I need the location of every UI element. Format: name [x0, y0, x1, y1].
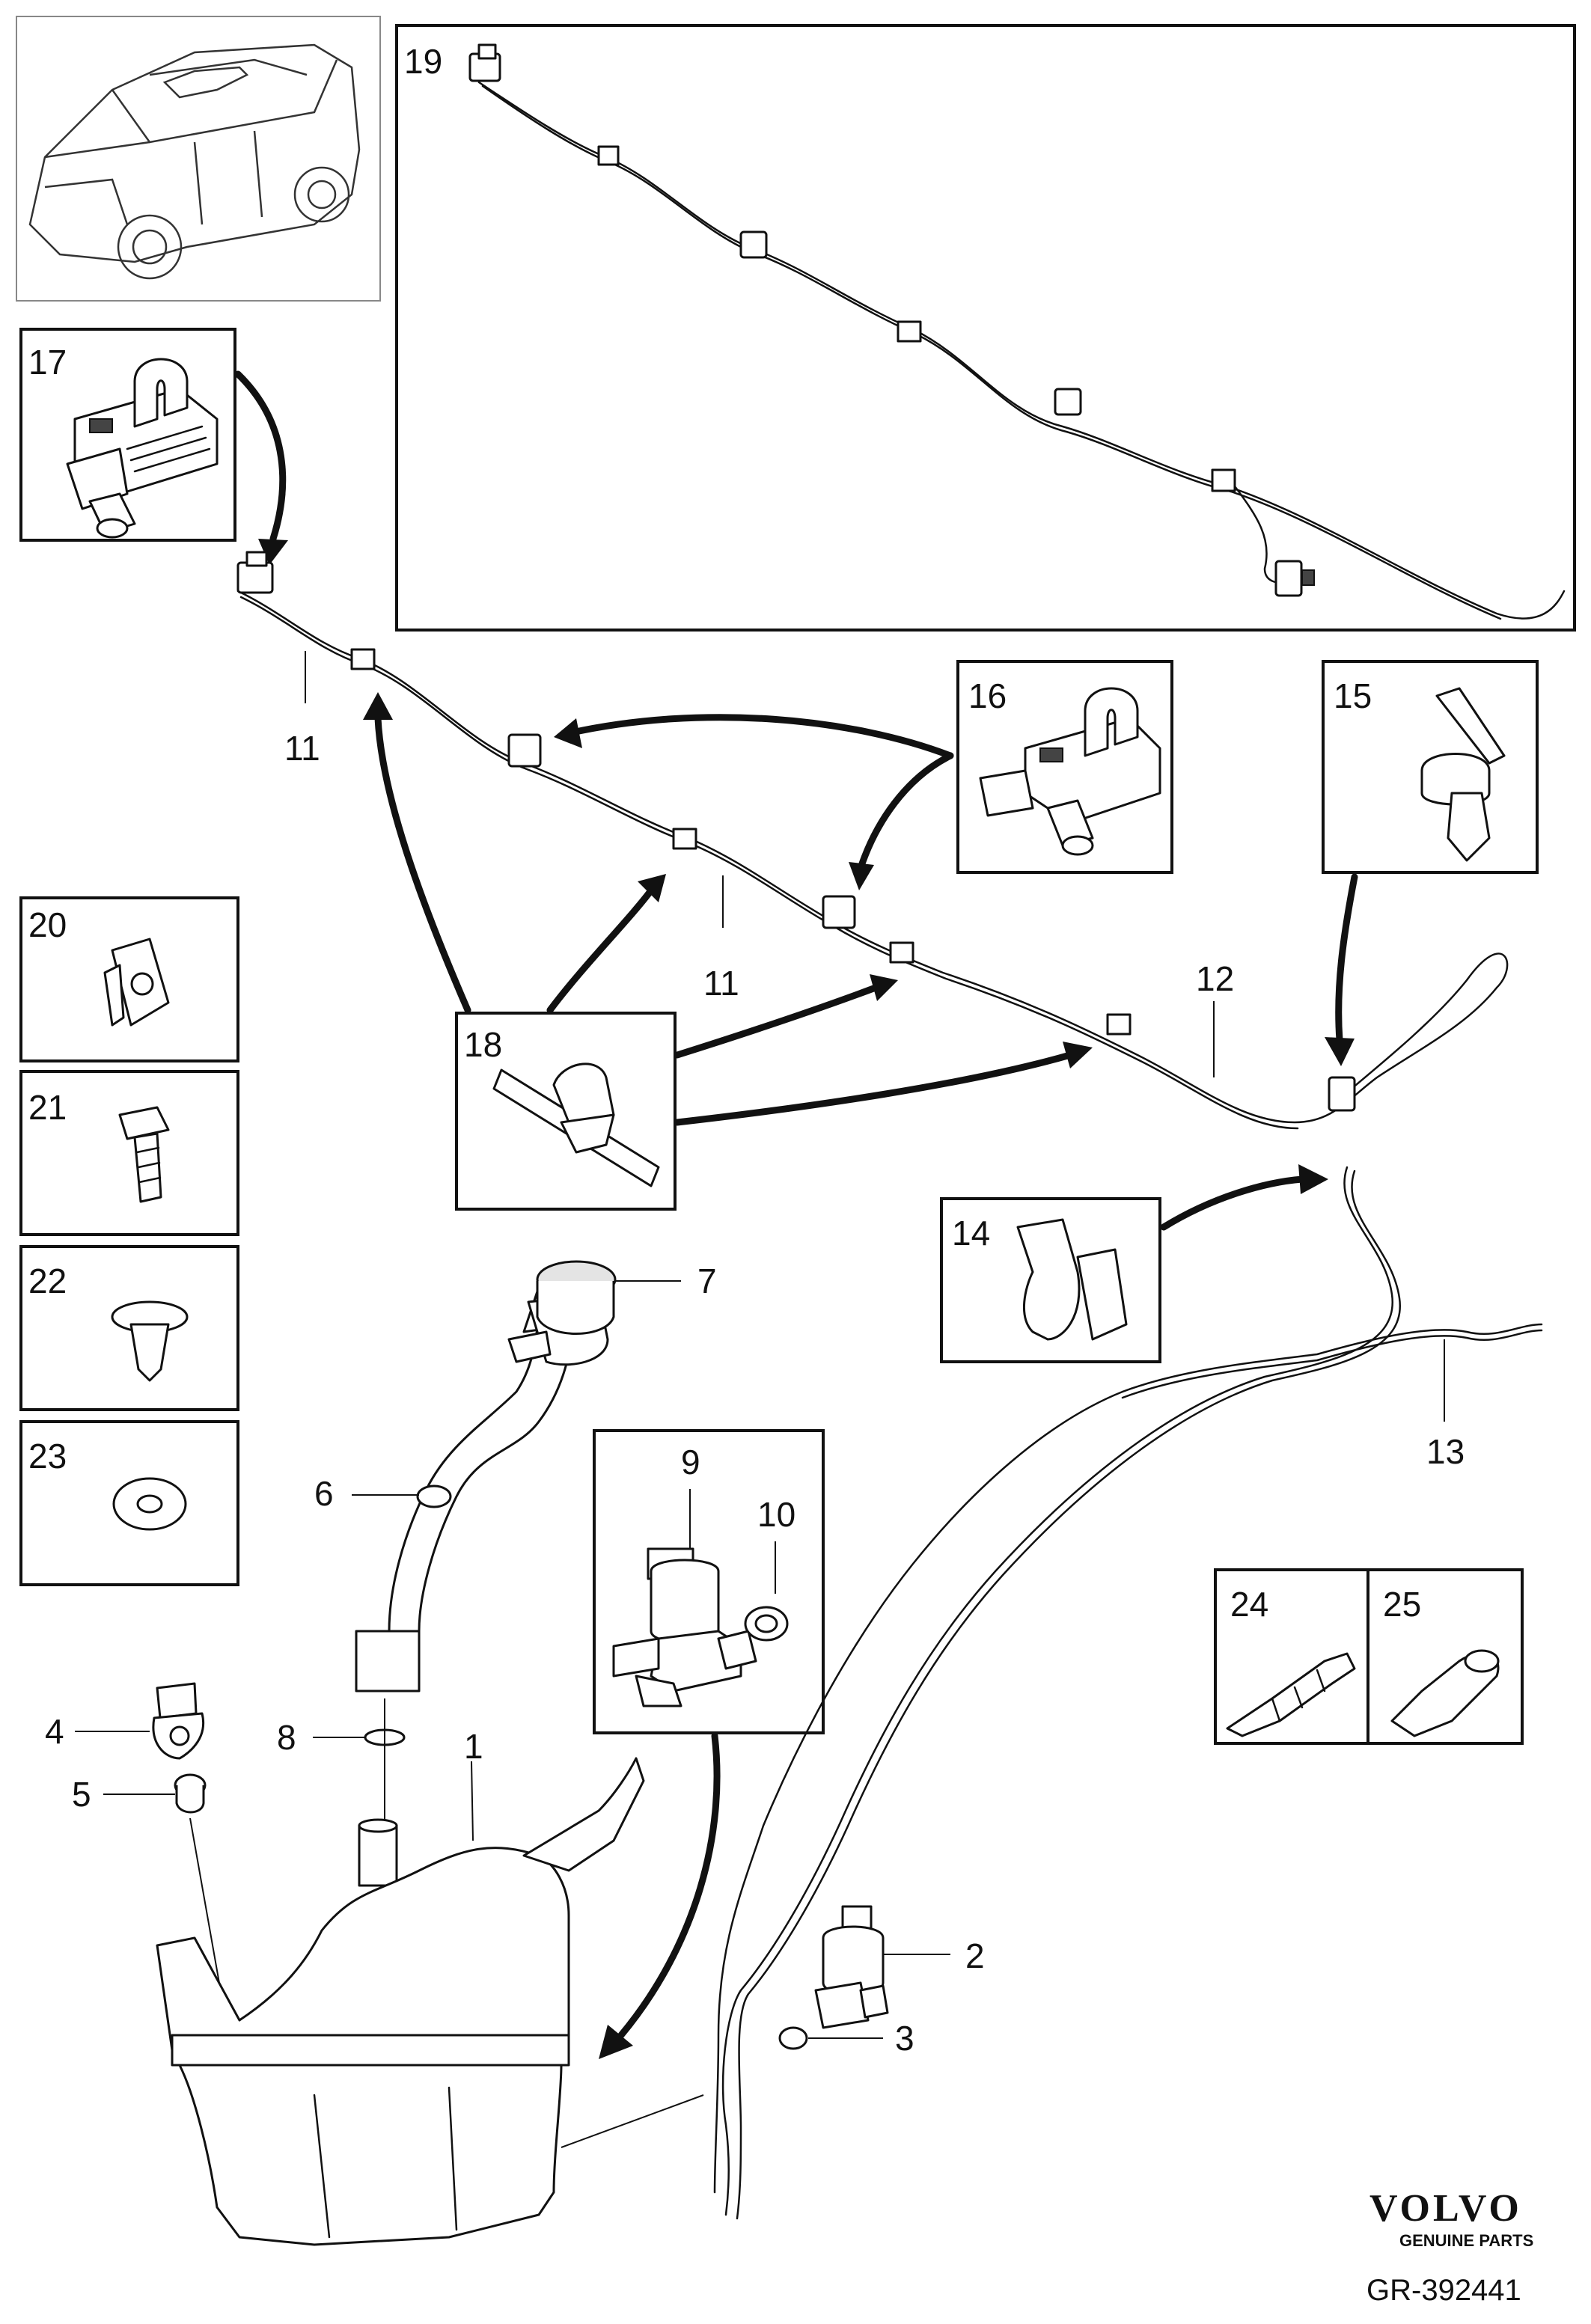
pump-2-icon: [814, 1905, 889, 2029]
part-11-connector-icon: [236, 551, 274, 594]
part-20-number: 20: [28, 905, 67, 944]
callout-13: 13: [1426, 1432, 1465, 1471]
part-20-box: 20: [19, 896, 239, 1062]
diagram-reference: GR-392441: [1366, 2274, 1521, 2307]
filler-neck-assembly: [355, 1260, 617, 1692]
part-22-box: 22: [19, 1245, 239, 1411]
arrow-18-a: [374, 715, 471, 1014]
callout-5: 5: [72, 1775, 91, 1814]
arrow-18-b: [546, 887, 655, 1014]
callout-3: 3: [895, 2019, 914, 2058]
part-17-box: 17: [19, 328, 236, 542]
vehicle-thumbnail: [16, 16, 381, 302]
bolt-icon: [118, 1106, 170, 1203]
part-15-number: 15: [1334, 676, 1372, 715]
part-9-number: 9: [681, 1443, 700, 1481]
callout-11-b: 11: [703, 964, 739, 1003]
hose-clamp-icon: [1016, 1218, 1128, 1341]
part-21-number: 21: [28, 1088, 67, 1127]
part-19-connector-end-icon: [468, 43, 501, 82]
arrow-18-d: [674, 1051, 1074, 1126]
brand-tagline: GENUINE PARTS: [1399, 2231, 1533, 2250]
part-19-number: 19: [404, 42, 442, 81]
volvo-logo: VOLVO GENUINE PARTS: [1369, 2187, 1533, 2250]
main-washer-hose: [236, 551, 1509, 1130]
arrow-18-c: [674, 984, 879, 1059]
part-22-number: 22: [28, 1262, 67, 1300]
callout-11-a: 11: [284, 729, 320, 768]
push-rivet-icon: [111, 1300, 189, 1382]
arrow-14: [1160, 1175, 1306, 1231]
part-24-number: 24: [1230, 1585, 1268, 1624]
part-24-25-box: 24 25: [1214, 1568, 1524, 1745]
hose-clip-icon: [1420, 687, 1506, 862]
washer-icon: [112, 1477, 187, 1531]
callout-12: 12: [1196, 959, 1234, 998]
part-15-box: 15: [1322, 660, 1539, 874]
car-icon: [28, 43, 361, 280]
clip-nut-icon: [103, 938, 170, 1027]
callout-7: 7: [697, 1262, 717, 1300]
callout-6: 6: [314, 1474, 334, 1513]
part-10-number: 10: [757, 1495, 796, 1534]
connector-valve-icon: [979, 687, 1161, 856]
level-sensor-icon: [152, 1682, 205, 1760]
part-21-box: 21: [19, 1070, 239, 1236]
callout-8: 8: [277, 1718, 296, 1757]
part-25-number: 25: [1383, 1585, 1421, 1624]
hose-connector-elbow-icon: [1390, 1649, 1500, 1737]
arrow-16-a: [565, 714, 954, 759]
part-16-box: 16: [956, 660, 1173, 874]
cable-tie-clip-icon: [492, 1062, 660, 1187]
washer-pump-icon: [612, 1547, 757, 1707]
hose-connector-straight-icon: [1226, 1652, 1356, 1737]
arrow-15: [1335, 873, 1358, 1044]
part-14-number: 14: [952, 1214, 990, 1253]
grommet-3-icon: [778, 2026, 808, 2050]
part-18-number: 18: [464, 1025, 502, 1064]
part-23-box: 23: [19, 1420, 239, 1586]
arrow-17: [234, 370, 287, 542]
arrow-16-b: [857, 752, 954, 872]
hose-clip-icons: [350, 648, 1356, 1112]
brand-name: VOLVO: [1369, 2187, 1522, 2230]
part-18-box: 18: [455, 1012, 677, 1211]
grommet-5-icon: [174, 1773, 207, 1814]
arrow-9: [617, 1732, 721, 2039]
part-19-box: 19: [395, 24, 1576, 632]
grommet-icon: [744, 1606, 789, 1642]
part-9-10-box: 9 10: [593, 1429, 825, 1734]
part-17-number: 17: [28, 343, 67, 382]
washer-reservoir: [156, 1757, 645, 2246]
connector-valve-icon: [66, 358, 219, 539]
part-23-number: 23: [28, 1437, 67, 1476]
part-14-box: 14: [940, 1197, 1161, 1363]
part-19-clip-icons: [597, 145, 1315, 597]
callout-4: 4: [45, 1712, 64, 1751]
part-16-number: 16: [968, 676, 1007, 715]
callout-2: 2: [965, 1936, 985, 1975]
part-13-hose: [713, 1166, 1543, 2220]
callout-1: 1: [464, 1727, 483, 1766]
